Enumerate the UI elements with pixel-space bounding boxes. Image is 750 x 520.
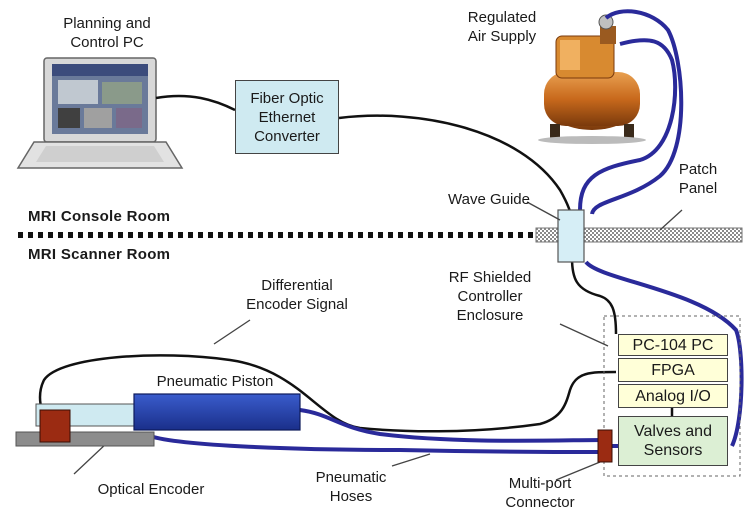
pneumatic-piston-body (133, 393, 301, 431)
fiber-optic-converter-box: Fiber Optic Ethernet Converter (235, 80, 339, 154)
air-supply-hose-a (578, 38, 678, 211)
console-room-label: MRI Console Room (28, 208, 171, 225)
air-compressor-icon (538, 14, 646, 144)
pneumatic-piston-label: Pneumatic Piston (156, 373, 274, 390)
laptop-to-fiber-cable (155, 94, 236, 112)
rf-enclosure-label: RF Shielded Controller Enclosure (448, 269, 532, 324)
fiber-to-waveguide-cable (338, 114, 574, 223)
pc104-box: PC-104 PC (618, 334, 728, 356)
wave-guide-label: Wave Guide (448, 191, 530, 208)
waveguide-to-controller-cable (570, 257, 618, 335)
valves-sensors-box: Valves and Sensors (618, 416, 728, 466)
differential-signal-label: Differential Encoder Signal (246, 277, 348, 313)
wave-guide (557, 209, 585, 263)
optical-encoder-block (39, 409, 71, 443)
rf-enclosure (603, 315, 741, 477)
waveguide-to-valves-hose (584, 260, 744, 447)
piston-hose-lower (149, 434, 601, 454)
multiport-connector-label: Multi-port Connector (505, 475, 575, 511)
pointer-lines (73, 201, 683, 481)
laptop-icon (16, 57, 184, 169)
piston-hose-upper (299, 408, 605, 443)
patch-panel-label: Patch Panel (678, 161, 718, 197)
analog-io-box: Analog I/O (618, 384, 728, 408)
patch-panel-strip (535, 227, 743, 243)
pneumatic-hoses-label: Pneumatic Hoses (315, 469, 387, 505)
multi-port-connector-block (597, 429, 613, 463)
fpga-box: FPGA (618, 358, 728, 382)
optical-encoder-label: Optical Encoder (97, 481, 205, 498)
planning-pc-label: Planning and Control PC (63, 15, 151, 51)
scanner-room-label: MRI Scanner Room (28, 246, 171, 263)
air-supply-hose-b (590, 9, 684, 215)
air-supply-label: Regulated Air Supply (467, 9, 537, 45)
encoder-rail (15, 431, 155, 447)
pneumatic-hoses (149, 9, 744, 454)
